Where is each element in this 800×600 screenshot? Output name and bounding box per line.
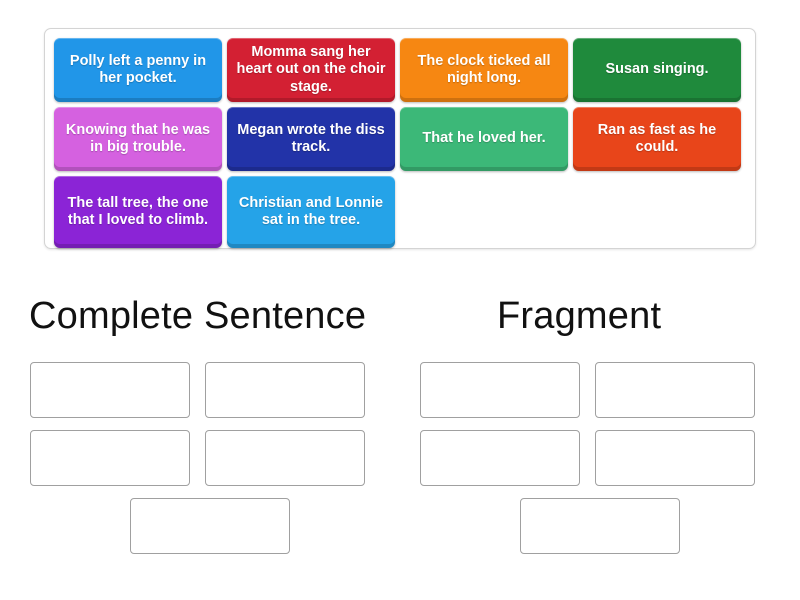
tile-ran-as-fast[interactable]: Ran as fast as he could. (573, 107, 741, 171)
tray-row: Knowing that he was in big trouble. Mega… (54, 107, 746, 171)
drop-slot[interactable] (520, 498, 680, 554)
tile-label: The tall tree, the one that I loved to c… (67, 194, 209, 228)
category-heading-fragment: Fragment (497, 295, 662, 337)
tile-label: Susan singing. (605, 61, 709, 78)
tile-that-he-loved-her[interactable]: That he loved her. (400, 107, 568, 171)
drop-slot[interactable] (595, 362, 755, 418)
tile-polly-penny[interactable]: Polly left a penny in her pocket. (54, 38, 222, 102)
category-heading-complete-sentence: Complete Sentence (29, 295, 367, 337)
drop-slot[interactable] (205, 362, 365, 418)
drop-slot[interactable] (420, 362, 580, 418)
drop-slot-row (30, 430, 390, 486)
drop-slot[interactable] (30, 430, 190, 486)
tile-momma-sang[interactable]: Momma sang her heart out on the choir st… (227, 38, 395, 102)
drop-slot-row (420, 498, 780, 554)
drop-zone-complete-sentence (30, 362, 390, 566)
tray-row: The tall tree, the one that I loved to c… (54, 176, 746, 248)
drop-slot-row (30, 498, 390, 554)
tray-row: Polly left a penny in her pocket. Momma … (54, 38, 746, 102)
drop-slot-row (420, 362, 780, 418)
drop-slot[interactable] (595, 430, 755, 486)
tile-label: Knowing that he was in big trouble. (65, 121, 211, 155)
tile-christian-lonnie[interactable]: Christian and Lonnie sat in the tree. (227, 176, 395, 248)
tile-clock-ticked[interactable]: The clock ticked all night long. (400, 38, 568, 102)
tile-label: Christian and Lonnie sat in the tree. (238, 194, 384, 228)
drop-slot[interactable] (205, 430, 365, 486)
tile-label: That he loved her. (422, 130, 546, 147)
drop-slot[interactable] (130, 498, 290, 554)
tile-label: Momma sang her heart out on the choir st… (236, 44, 386, 95)
drop-zone-fragment (420, 362, 780, 566)
drop-slot-row (30, 362, 390, 418)
tile-knowing-trouble[interactable]: Knowing that he was in big trouble. (54, 107, 222, 171)
tile-label: The clock ticked all night long. (417, 52, 551, 86)
tile-tray: Polly left a penny in her pocket. Momma … (44, 28, 756, 249)
tile-susan-singing[interactable]: Susan singing. (573, 38, 741, 102)
drop-slot[interactable] (30, 362, 190, 418)
tile-tall-tree[interactable]: The tall tree, the one that I loved to c… (54, 176, 222, 248)
tray-rows: Polly left a penny in her pocket. Momma … (54, 38, 746, 248)
tile-megan-diss-track[interactable]: Megan wrote the diss track. (227, 107, 395, 171)
tile-label: Ran as fast as he could. (597, 121, 717, 155)
tile-label: Polly left a penny in her pocket. (69, 52, 207, 86)
drop-slot[interactable] (420, 430, 580, 486)
tile-label: Megan wrote the diss track. (237, 121, 385, 155)
drop-slot-row (420, 430, 780, 486)
